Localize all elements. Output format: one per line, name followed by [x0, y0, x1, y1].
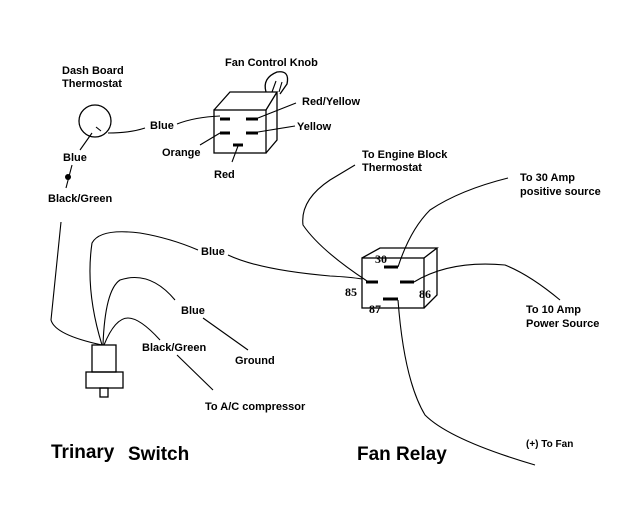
- wire-black-green-to-trinary: [50, 221, 103, 346]
- label-30amp-line1: To 30 Amp: [520, 172, 575, 184]
- thermostat-title-2: Thermostat: [62, 78, 122, 90]
- pin-85-label: 85: [345, 285, 357, 299]
- trinary-switch: [85, 344, 124, 398]
- wire-blue-mid: [102, 276, 176, 346]
- label-30amp-line2: positive source: [520, 186, 601, 198]
- label-to-fan: (+) To Fan: [526, 439, 573, 450]
- fan-relay: 30 85 86 87: [345, 247, 439, 316]
- label-orange: Orange: [162, 147, 201, 159]
- pin-30-label: 30: [375, 252, 387, 266]
- label-ground: Ground: [235, 355, 275, 367]
- label-engine-line2: Thermostat: [362, 162, 422, 174]
- wire-thermostat-down: [79, 132, 93, 151]
- label-engine-line1: To Engine Block: [362, 149, 448, 161]
- fan-control-title: Fan Control Knob: [225, 57, 318, 69]
- label-black-green-trinary: Black/Green: [142, 342, 206, 354]
- wire-to-ac: [176, 354, 214, 391]
- wire-red-yellow: [257, 102, 297, 119]
- wire-blue-to-knob: [176, 115, 221, 125]
- pin-86-label: 86: [419, 287, 431, 301]
- label-blue-left: Blue: [63, 152, 87, 164]
- trinary-base: [85, 371, 124, 389]
- label-red: Red: [214, 169, 235, 181]
- wire-orange: [199, 132, 221, 146]
- thermostat-title-1: Dash Board: [62, 65, 124, 77]
- trinary-title-2: Switch: [128, 444, 189, 465]
- wire-blue-top: [89, 231, 199, 346]
- label-red-yellow: Red/Yellow: [302, 96, 361, 108]
- knob-icon: [264, 71, 289, 95]
- trinary-port: [99, 387, 109, 398]
- label-to-ac: To A/C compressor: [205, 401, 306, 413]
- relay-side: [361, 247, 439, 309]
- wire-black-green-trinary: [103, 317, 161, 346]
- label-blue-top: Blue: [201, 246, 225, 258]
- relay-front: [361, 257, 425, 309]
- wire-10-amp: [413, 263, 561, 301]
- knob-front: [213, 109, 267, 154]
- label-10amp-line1: To 10 Amp: [526, 304, 581, 316]
- pin-87-label: 87: [369, 302, 381, 316]
- trinary-title-1: Trinary: [51, 442, 115, 463]
- label-yellow: Yellow: [297, 121, 332, 133]
- dash-thermostat: Dash Board Thermostat: [62, 65, 124, 138]
- splice-dot: [65, 174, 71, 180]
- fan-control-switch: Fan Control Knob: [213, 57, 318, 154]
- wire-thermostat-blue: [107, 127, 146, 134]
- thermostat-needle: [95, 126, 102, 132]
- label-black-green-left: Black/Green: [48, 193, 112, 205]
- wire-30-amp: [397, 177, 509, 268]
- knob-side: [213, 91, 279, 154]
- thermostat-dial: [78, 104, 112, 138]
- label-10amp-line2: Power Source: [526, 318, 599, 330]
- label-blue-knob: Blue: [150, 120, 174, 132]
- wire-to-fan: [397, 299, 536, 466]
- label-blue-ground: Blue: [181, 305, 205, 317]
- wire-engine-block: [302, 164, 368, 282]
- wire-red: [231, 145, 239, 163]
- knob-shaft: [271, 80, 283, 93]
- relay-title: Fan Relay: [357, 444, 447, 465]
- wire-to-ground: [202, 317, 249, 351]
- trinary-body: [91, 344, 117, 373]
- wire-yellow: [257, 125, 296, 133]
- wire-blue-to-85: [227, 254, 363, 280]
